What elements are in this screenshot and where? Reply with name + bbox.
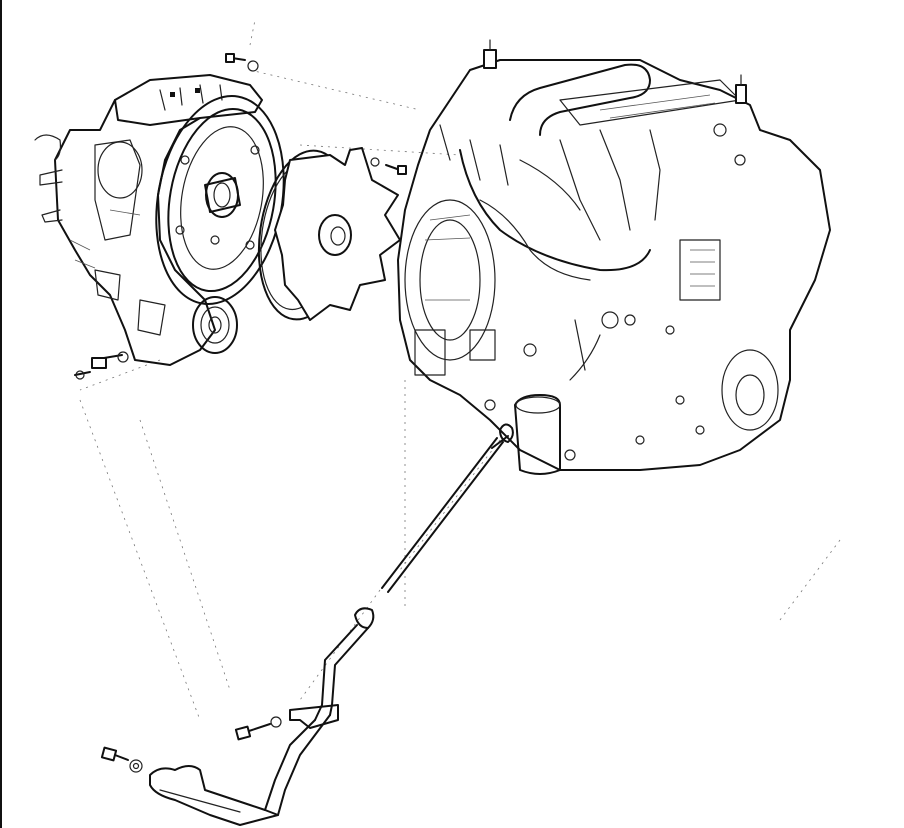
- engine-block: [397, 59, 831, 475]
- left-border-rule: [0, 0, 2, 828]
- drive-plate: [257, 147, 401, 321]
- top-bolt-details: [483, 39, 747, 104]
- transmission-housing: [34, 74, 263, 366]
- lower-pulley: [192, 296, 238, 354]
- mounting-screws: [74, 53, 407, 380]
- dipstick-guide-tube: [149, 607, 375, 826]
- bracket-bolt: [100, 716, 282, 773]
- oil-dipstick: [381, 423, 514, 593]
- flywheel: [155, 95, 285, 305]
